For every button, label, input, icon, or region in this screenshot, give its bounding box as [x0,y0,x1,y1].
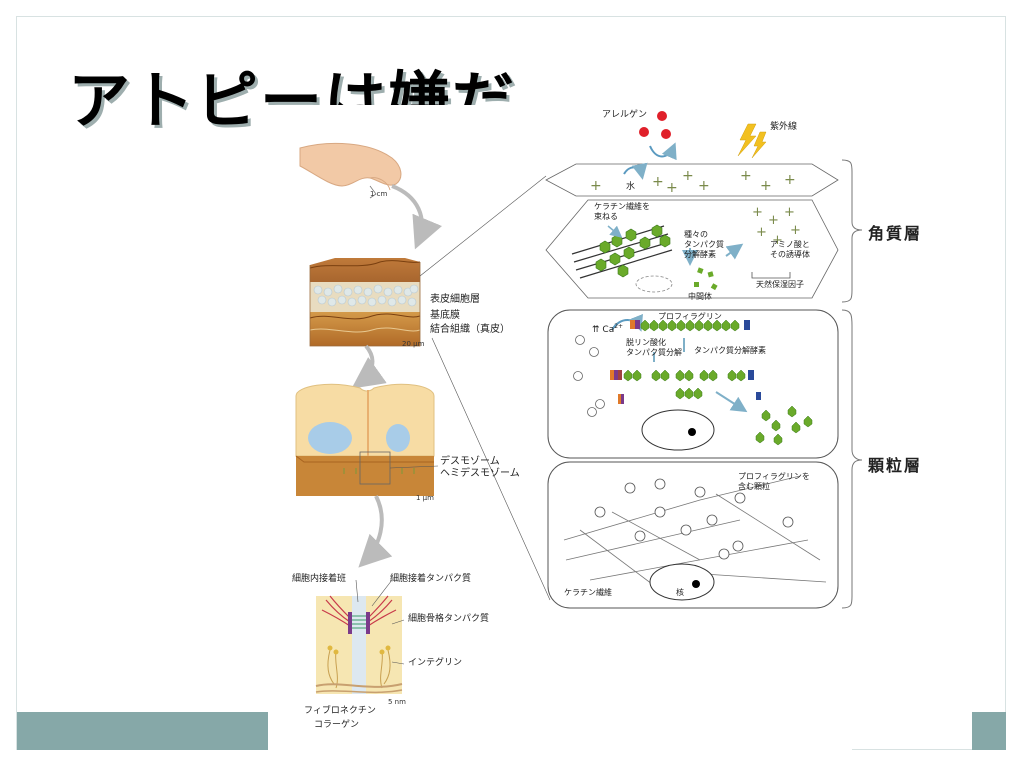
label-calcium: ⇈ Ca2+ [592,323,624,335]
label-water: 水 [626,182,636,192]
svg-text:+: + [652,174,664,190]
label-stratum-granulosum: 顆粒層 [868,456,923,475]
label-dephosphorylation-2: タンパク質分解 [626,348,682,357]
zoom-arrow-2 [351,344,387,389]
label-profilaggrin: プロフィラグリン [658,312,722,321]
allergen-particles [639,111,671,139]
svg-text:+: + [768,213,779,228]
label-integrin: インテグリン [408,658,463,668]
filaggrin-monomers [755,405,813,446]
label-dermis: 結合組織（真皮） [430,324,510,335]
label-nucleus: 核 [676,588,684,597]
label-cytoskeleton-protein: 細胞骨格タンパク質 [408,614,490,624]
brace-corneum [841,159,863,303]
label-dephosphorylation-1: 脱リン酸化 [626,338,666,347]
svg-text:+: + [784,205,795,220]
brace-granulosum [841,309,863,609]
svg-text:+: + [740,168,752,184]
svg-text:+: + [784,172,796,188]
svg-text:+: + [590,178,602,194]
corneocyte-top: ++++++++ [545,162,839,197]
zoom-arrow-3 [358,495,393,568]
svg-text:+: + [682,168,694,184]
label-hemidesmosome: ヘミデスモゾーム [440,468,520,479]
svg-text:+: + [760,178,772,194]
label-allergen: アレルゲン [602,110,648,120]
hand-illustration [299,142,402,199]
svg-text:+: + [698,178,710,194]
label-keratin-fibers: ケラチン繊維 [564,588,612,597]
scale-cells: 1 μm [416,494,434,502]
skin-block [309,258,421,347]
label-adhesion-protein: 細胞接着タンパク質 [390,574,472,584]
label-amino-acids-2: その誘導体 [770,250,810,259]
profilaggrin-chain [630,319,750,332]
cell-pair [295,383,435,496]
svg-text:+: + [790,223,801,238]
uv-bolts [737,123,767,159]
label-intermediate: 中間体 [688,292,712,301]
granular-cell-2 [547,461,839,609]
svg-text:+: + [756,225,767,240]
label-plaque: 細胞内接着班 [292,574,347,584]
footer-band-right [972,712,1006,750]
label-amino-acids-1: アミノ酸と [770,240,810,249]
corneocyte-main: ++++++ [545,199,839,299]
label-keratin-bundle-1: ケラチン繊維を [594,202,650,211]
nucleus-granular-2 [649,563,715,601]
label-keratin-bundle-2: 束ねる [594,212,618,221]
keratohyalin-granules [594,478,794,560]
nucleus-right [386,424,410,452]
scale-hand: 1 cm [370,190,388,198]
label-basement-membrane: 基底膜 [430,310,460,321]
label-desmosome: デスモゾーム [440,456,500,467]
junction-detail [315,595,403,694]
nucleus-left [308,422,352,454]
label-collagen: コラーゲン [314,720,360,730]
label-protease-1: 種々の [684,230,708,239]
svg-text:+: + [772,233,783,248]
scale-skin: 20 μm [402,340,425,348]
label-nmf: 天然保湿因子 [756,280,804,289]
label-protease-2: タンパク質 [684,240,724,249]
label-stratum-corneum: 角質層 [868,224,923,243]
allergen-arrow [649,142,677,161]
svg-text:+: + [666,180,678,196]
label-granules-1: プロフィラグリンを [738,472,810,481]
svg-text:+: + [752,205,763,220]
label-granules-2: 含む顆粒 [738,482,770,491]
granular-cell-1 [547,309,839,459]
label-epidermis: 表皮細胞層 [430,294,480,305]
scale-molecules: 5 nm [388,698,406,706]
cleaved-chain [610,369,761,404]
label-uv: 紫外線 [770,122,798,132]
label-fibronectin: フィブロネクチン [304,706,376,716]
label-protease-3: 分解酵素 [684,250,716,259]
footer-band-left [17,712,270,750]
label-granular-protease: タンパク質分解酵素 [694,346,766,355]
zoom-arrow-1 [391,184,442,250]
nucleus-granular-1 [641,409,715,451]
